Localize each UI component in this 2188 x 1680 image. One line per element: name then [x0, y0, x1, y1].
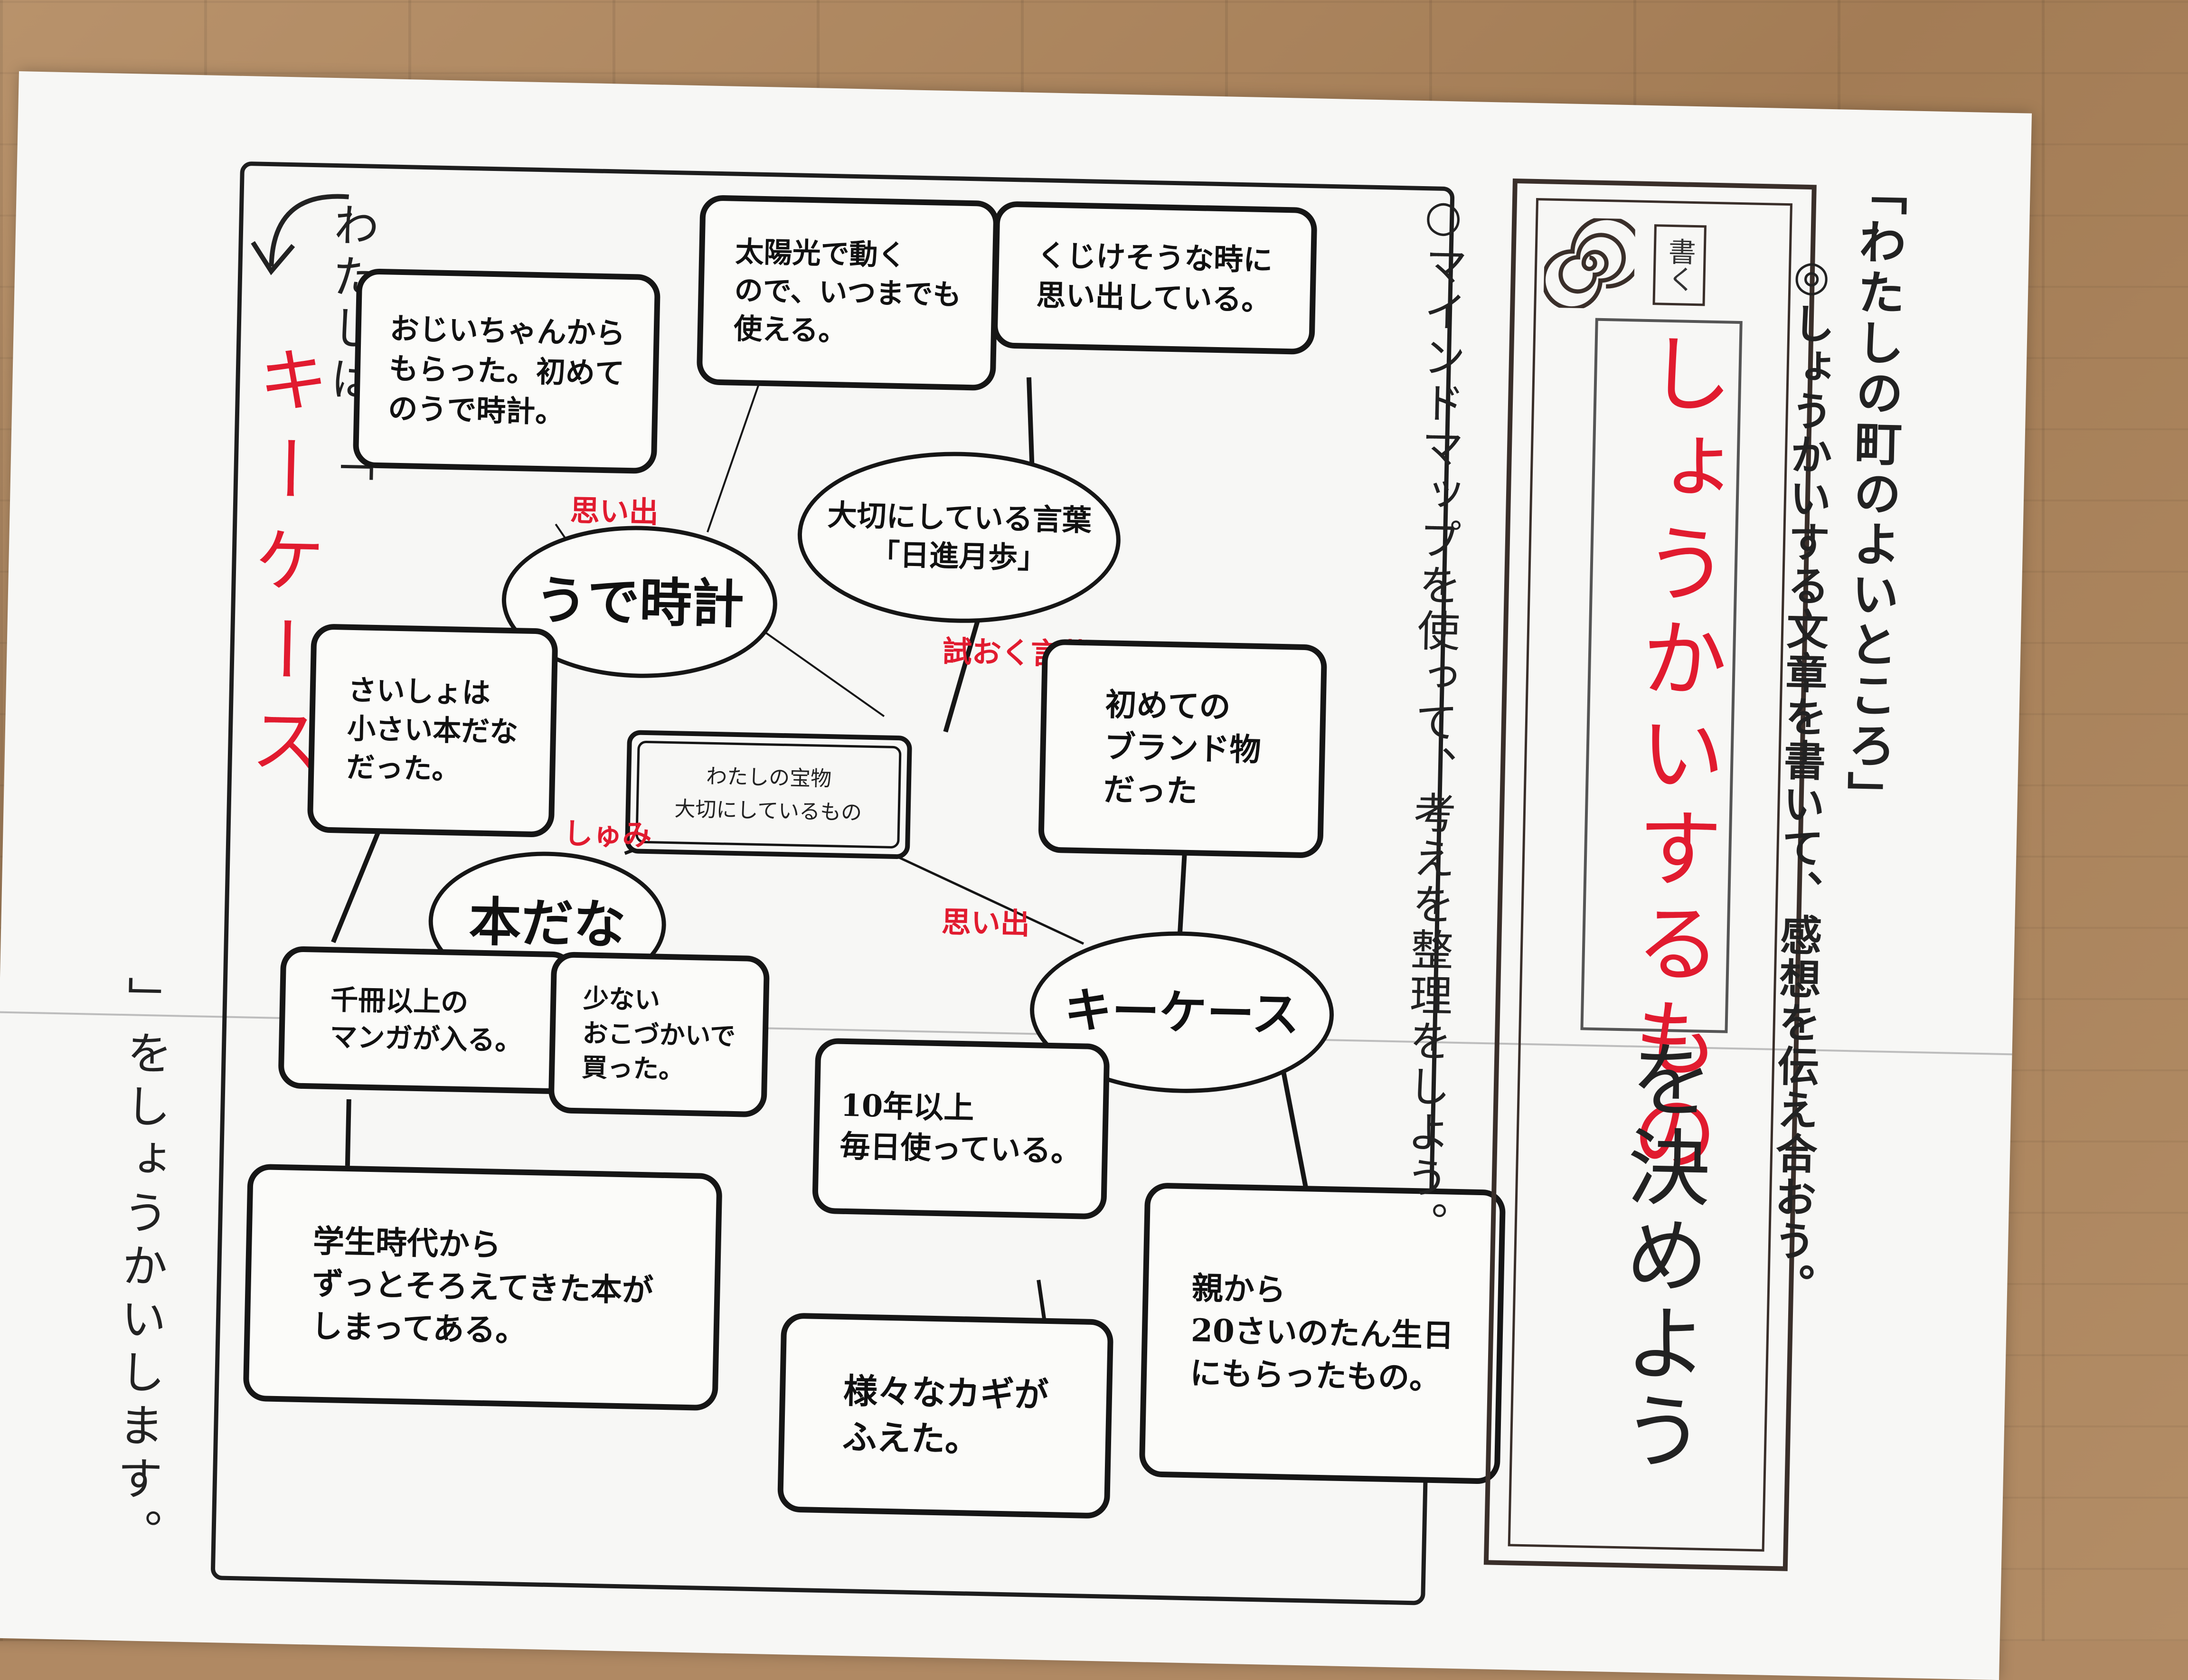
note-solar: 太陽光で動く ので、いつまでも 使える。 [696, 195, 1000, 391]
note-discouraged: くじけそうな時に 思い出している。 [991, 201, 1318, 355]
note-allowance: 少ない おこづかいで 買った。 [548, 951, 770, 1118]
note-small-shelf: さいしょは 小さい本だな だった。 [307, 623, 558, 838]
poster-sheet: わたしは、「 キーケース 」をしょうかいします。 わたしの宝物 大切にしているも… [0, 71, 2032, 1680]
category-bookshelf: しゅみ [563, 816, 652, 853]
sentence-part2: 」をしょうかいします。 [108, 975, 174, 1562]
center-node: わたしの宝物 大切にしているもの [624, 730, 913, 859]
link-discouraged-words [1026, 377, 1035, 463]
link-student-manga [345, 1099, 351, 1166]
center-line2: 大切にしているもの [674, 797, 862, 825]
curved-arrow-icon [251, 194, 349, 275]
link-small-shelf [331, 819, 386, 944]
note-grandpa: おじいちゃんから もらった。初めて のうで時計。 [352, 268, 661, 474]
note-ten-years: 10年以上 毎日使っている。 [811, 1038, 1110, 1220]
link-parents-keycase [1278, 1057, 1309, 1191]
note-keys: 様々なカギが ふえた。 [777, 1312, 1114, 1519]
link-solar-watch [707, 371, 764, 533]
category-keycase: 思い出 [941, 905, 1030, 941]
note-student: 学生時代から ずっとそろえてきた本が しまってある。 [243, 1163, 723, 1411]
note-manga: 千冊以上の マンガが入る。 [278, 945, 575, 1095]
note-brand: 初めての ブランド物 だった [1038, 639, 1328, 859]
lesson-title-rest: を決めよう [1606, 1035, 1713, 1477]
center-line1: わたしの宝物 [706, 764, 832, 791]
unit-title: 「わたしの町のよいところ」 [1838, 166, 1908, 822]
kaku-badge: 書く [1652, 224, 1707, 306]
link-keycase-center [881, 848, 1085, 945]
spiral-icon [1543, 217, 1636, 310]
category-watch: 思い出 [570, 493, 659, 530]
